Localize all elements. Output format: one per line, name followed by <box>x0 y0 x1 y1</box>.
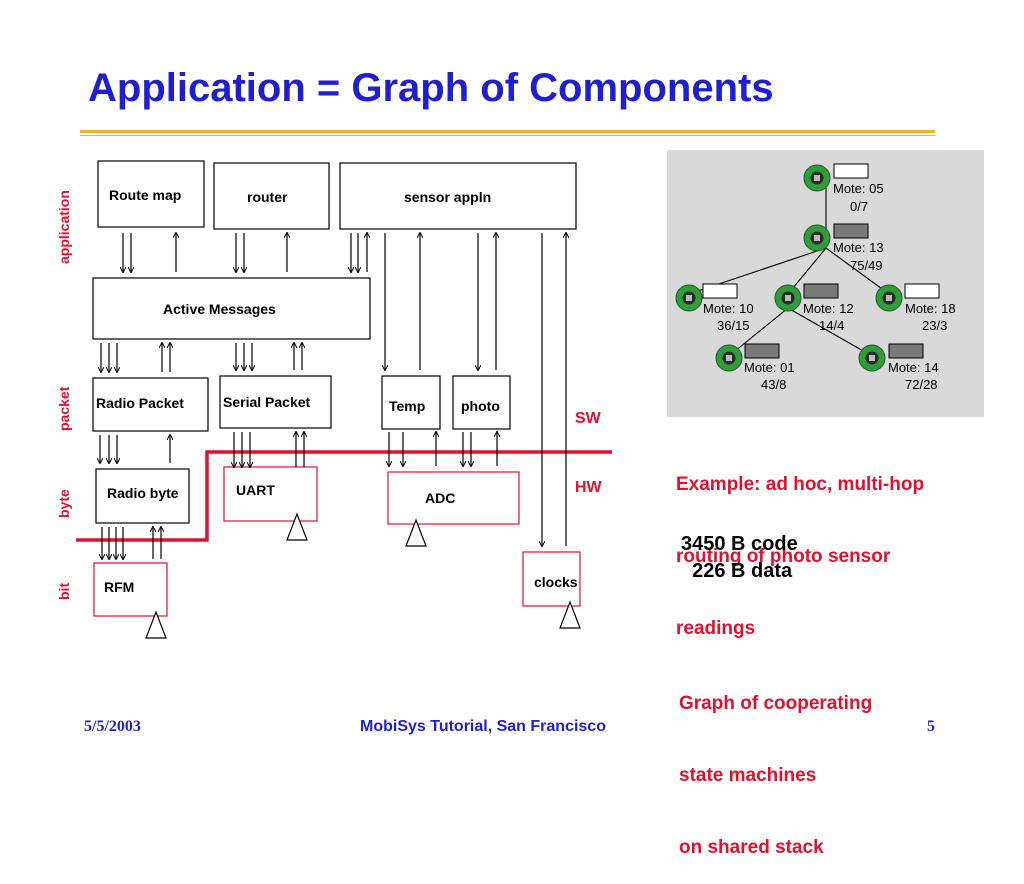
route-map-box <box>97 160 205 228</box>
footer-date: 5/5/2003 <box>84 718 141 735</box>
radio-packet-box <box>92 377 209 432</box>
mote-01-counts: 43/8 <box>761 377 786 392</box>
clock-symbol <box>286 512 308 541</box>
component-diagram: Route map router sensor appln Active Mes… <box>76 160 612 639</box>
mote-05-name: Mote: 05 <box>833 181 884 196</box>
clock-symbol <box>405 518 427 547</box>
rfm-label: RFM <box>104 579 134 595</box>
sensor-appln-box <box>339 162 577 230</box>
state-caption-line3: on shared stack <box>679 837 824 858</box>
slide-title: Application = Graph of Components <box>88 66 774 110</box>
example-caption: Example: ad hoc, multi-hop routing of ph… <box>676 425 924 665</box>
rfm-box <box>93 562 168 617</box>
router-box <box>213 162 330 230</box>
mote-status-bar <box>702 283 738 299</box>
mote-status-bar <box>744 343 780 359</box>
mote-05-counts: 0/7 <box>850 199 868 214</box>
adc-label: ADC <box>425 490 455 506</box>
temp-label: Temp <box>389 398 425 414</box>
mote-icon <box>858 344 886 372</box>
mote-status-bar <box>904 283 940 299</box>
title-rule-thin <box>80 135 935 136</box>
clocks-box <box>522 551 581 607</box>
active-messages-box <box>92 277 371 340</box>
example-caption-line3: readings <box>676 618 756 639</box>
arrow-layer <box>100 233 566 559</box>
adc-box <box>387 471 520 525</box>
mote-icon <box>675 284 703 312</box>
mote-14-name: Mote: 14 <box>888 360 939 375</box>
mote-status-bar <box>888 343 924 359</box>
mote-icon <box>774 284 802 312</box>
example-caption-line2: routing of photo sensor <box>676 546 891 567</box>
clocks-label: clocks <box>534 574 578 590</box>
mote-10-name: Mote: 10 <box>703 301 754 316</box>
photo-box <box>452 375 511 430</box>
example-caption-line1: Example: ad hoc, multi-hop <box>676 474 925 495</box>
mote-icon <box>875 284 903 312</box>
mote-icon <box>803 164 831 192</box>
mote-01-name: Mote: 01 <box>744 360 795 375</box>
clock-symbol <box>559 600 581 629</box>
serial-packet-box <box>219 375 332 429</box>
photo-label: photo <box>461 398 500 414</box>
mote-14-counts: 72/28 <box>905 377 938 392</box>
mote-status-bar <box>833 223 869 239</box>
radio-packet-label: Radio Packet <box>96 395 184 411</box>
active-messages-label: Active Messages <box>163 301 276 317</box>
mote-icon <box>803 224 831 252</box>
state-machines-caption: Graph of cooperating state machines on s… <box>679 644 872 884</box>
route-map-label: Route map <box>109 187 181 203</box>
mote-status-bar <box>833 163 869 179</box>
temp-box <box>381 375 441 430</box>
mote-13-name: Mote: 13 <box>833 240 884 255</box>
mote-12-name: Mote: 12 <box>803 301 854 316</box>
uart-box <box>223 466 318 522</box>
mote-network-image: Mote: 05 0/7 Mote: 13 75/49 Mote: 10 36/… <box>667 150 984 417</box>
title-rule <box>80 130 935 133</box>
state-caption-line1: Graph of cooperating <box>679 693 873 714</box>
data-size: 226 B data <box>681 560 793 582</box>
clock-symbol-layer <box>145 512 581 639</box>
sensor-appln-label: sensor appln <box>404 189 491 205</box>
hw-label: HW <box>575 479 603 496</box>
radio-byte-label: Radio byte <box>107 485 179 501</box>
mote-nodes: Mote: 05 0/7 Mote: 13 75/49 Mote: 10 36/… <box>675 163 956 392</box>
mote-18-counts: 23/3 <box>922 318 947 333</box>
mote-10-counts: 36/15 <box>717 318 750 333</box>
footer-title: MobiSys Tutorial, San Francisco <box>360 718 606 735</box>
router-label: router <box>247 189 288 205</box>
sw-hw-boundary <box>76 450 612 542</box>
mote-status-bar <box>803 283 839 299</box>
code-size: 3450 B code <box>681 533 798 555</box>
radio-byte-box <box>95 468 190 524</box>
clock-symbol <box>145 610 167 639</box>
uart-label: UART <box>236 482 275 498</box>
sw-label: SW <box>575 410 602 427</box>
mote-13-counts: 75/49 <box>850 258 883 273</box>
serial-packet-label: Serial Packet <box>223 394 311 410</box>
page-number: 5 <box>927 718 935 735</box>
mote-18-name: Mote: 18 <box>905 301 956 316</box>
mote-icon <box>715 344 743 372</box>
mote-12-counts: 14/4 <box>819 318 844 333</box>
